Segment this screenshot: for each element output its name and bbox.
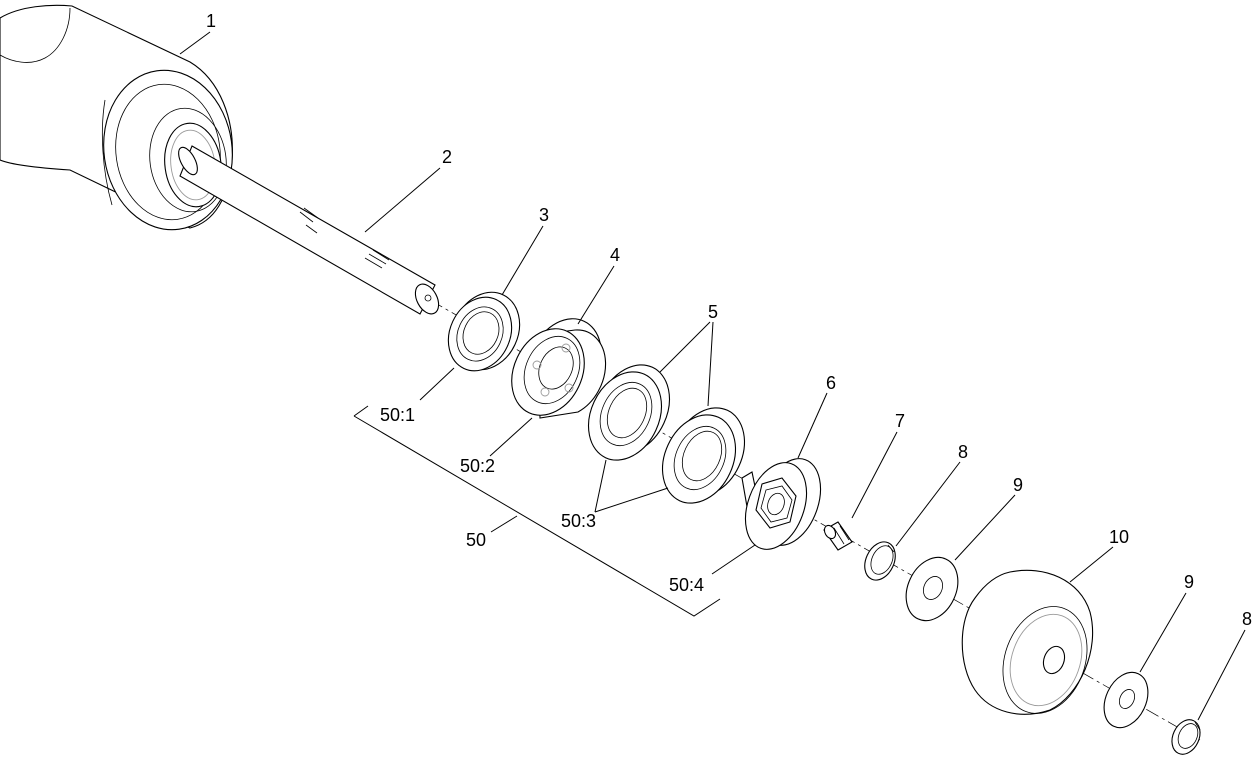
callout-4: 4 <box>610 245 620 265</box>
callout-50-1: 50:1 <box>380 405 415 425</box>
part-1-motor-housing <box>0 4 233 231</box>
leader-lines <box>179 31 1246 721</box>
callout-7: 7 <box>895 411 905 431</box>
callout-1: 1 <box>206 11 216 31</box>
callout-2: 2 <box>442 147 452 167</box>
part-4-bearing <box>511 318 607 419</box>
part-2-shaft <box>178 145 440 315</box>
part-5-seal-b <box>662 407 745 504</box>
part-9-washer-b <box>1103 671 1149 729</box>
callout-9-lower: 9 <box>1184 572 1194 592</box>
callout-3: 3 <box>539 205 549 225</box>
callout-8-lower: 8 <box>1242 609 1252 629</box>
part-6-hub-nut <box>741 458 822 550</box>
callout-9-upper: 9 <box>1013 475 1023 495</box>
part-9-washer-a <box>905 556 959 622</box>
callout-6: 6 <box>826 373 836 393</box>
kit-50-bracket <box>353 405 721 617</box>
part-7-grease-fitting <box>823 521 853 551</box>
part-8-retaining-ring-a <box>864 541 896 581</box>
callout-50: 50 <box>466 530 486 550</box>
part-3-seal <box>447 291 521 372</box>
callout-50-4: 50:4 <box>669 575 704 595</box>
part-8-retaining-ring-b <box>1171 719 1201 755</box>
part-5-seal-a <box>588 364 670 461</box>
part-10-roller <box>961 569 1094 715</box>
callout-50-2: 50:2 <box>460 456 495 476</box>
callout-5: 5 <box>708 302 718 322</box>
callout-8-upper: 8 <box>958 442 968 462</box>
center-axis-line <box>429 299 1201 741</box>
callout-50-3: 50:3 <box>561 511 596 531</box>
callout-10: 10 <box>1109 527 1129 547</box>
